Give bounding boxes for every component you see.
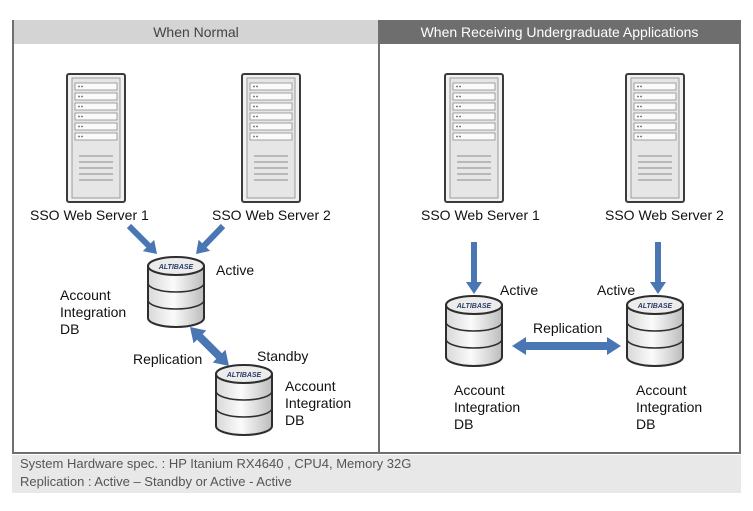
footer-line-1: System Hardware spec. : HP Itanium RX464… [20, 456, 412, 471]
right-db2-state: Active [597, 282, 636, 298]
right-db1-state: Active [500, 282, 539, 298]
right-db1-icon: ALTIBASE [445, 295, 503, 367]
right-db2-icon: ALTIBASE [626, 295, 684, 367]
left-db2-brand: ALTIBASE [226, 372, 262, 379]
right-arrow-server2-to-db [650, 242, 666, 294]
left-arrow-server2-to-db [196, 223, 226, 254]
left-server2-label: SSO Web Server 2 [212, 207, 331, 223]
left-server-1-icon [66, 73, 126, 203]
footer-line-2: Replication : Active – Standby or Active… [20, 474, 292, 489]
left-replication-arrow [190, 327, 229, 366]
right-db1-brand: ALTIBASE [456, 303, 492, 310]
left-db1-label: Account Integration DB [60, 287, 127, 337]
hardware-spec-footer: System Hardware spec. : HP Itanium RX464… [12, 455, 741, 493]
right-panel-header: When Receiving Undergraduate Application… [380, 20, 739, 44]
right-server2-label: SSO Web Server 2 [605, 207, 724, 223]
left-panel-header: When Normal [14, 20, 378, 44]
right-server-2-icon [625, 73, 685, 203]
left-db1-icon: ALTIBASE [147, 256, 205, 328]
right-server-1-icon [444, 73, 504, 203]
left-server1-label: SSO Web Server 1 [30, 207, 149, 223]
left-db1-brand: ALTIBASE [158, 264, 194, 271]
left-db2-state: Standby [257, 348, 309, 364]
right-db2-label: Account Integration DB [636, 382, 703, 432]
right-server1-label: SSO Web Server 1 [421, 207, 540, 223]
left-replication-label: Replication [133, 351, 203, 367]
right-db2-brand: ALTIBASE [637, 303, 673, 310]
right-replication-label: Replication [533, 320, 603, 336]
left-arrow-server1-to-db [126, 223, 157, 254]
left-server-2-icon [241, 73, 301, 203]
right-arrow-server1-to-db [466, 242, 482, 294]
right-replication-arrow [512, 337, 621, 355]
left-db1-state: Active [216, 262, 255, 278]
left-db2-label: Account Integration DB [285, 378, 352, 428]
left-db2-icon: ALTIBASE [215, 364, 273, 436]
right-db1-label: Account Integration DB [454, 382, 521, 432]
